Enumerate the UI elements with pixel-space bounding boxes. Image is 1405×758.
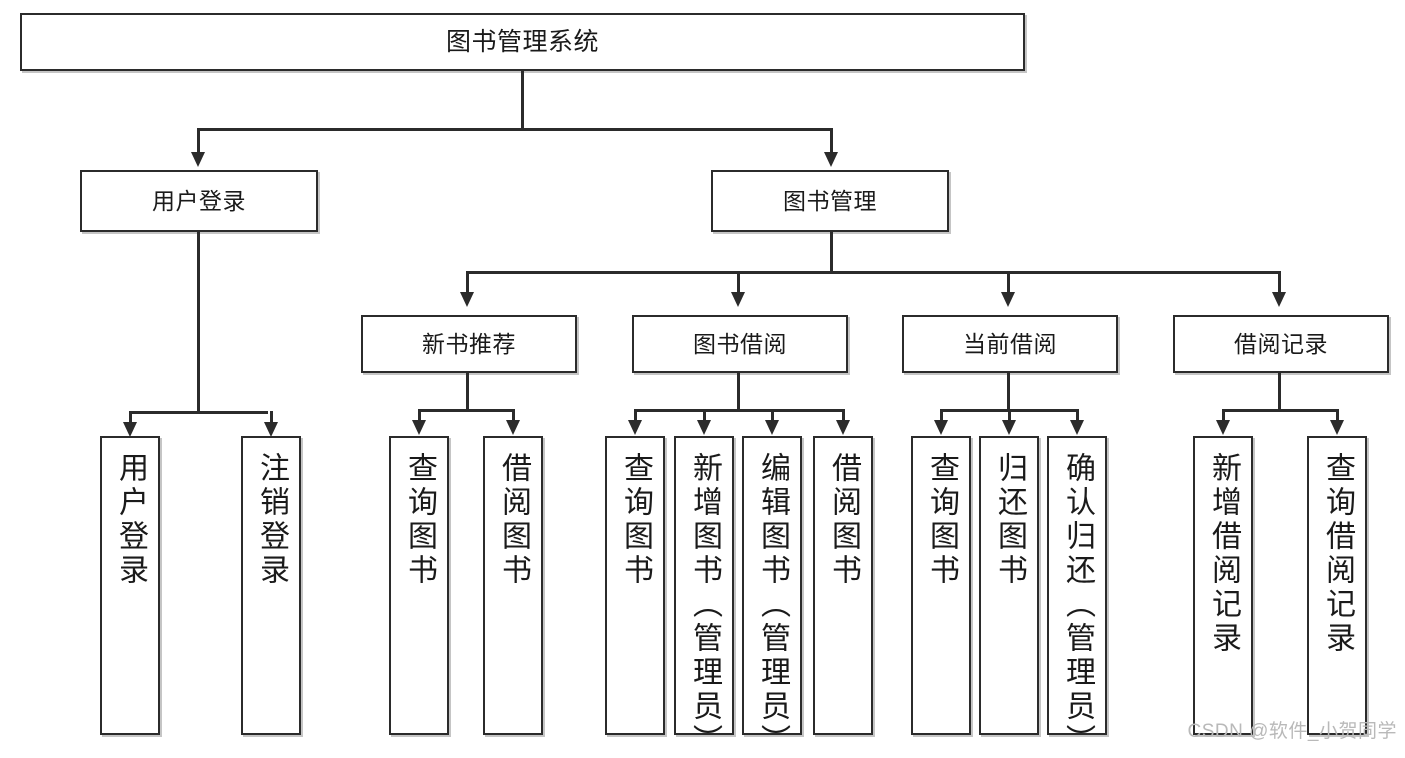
connector-cb-to-leaf-1 [940, 409, 943, 427]
connector-br-to-leaf-1 [1222, 409, 1225, 427]
leaf-cb-confirm-return[interactable]: 确认归还（管理员） [1047, 436, 1107, 758]
connector-book-management-trunk [830, 232, 833, 271]
connector-nbr-trunk [466, 373, 469, 409]
leaf-bb-add-book[interactable]: 新增图书（管理员） [674, 436, 734, 758]
connector-bb-to-leaf-4 [842, 409, 845, 427]
connector-br-bus [1222, 409, 1338, 412]
connector-cb-to-leaf-3 [1076, 409, 1079, 427]
node-label: 图书管理 [783, 187, 877, 214]
leaf-bb-borrow-book[interactable]: 借阅图书 [813, 436, 873, 735]
arrowhead-leaf-logout [264, 422, 278, 437]
arrowhead-cb-return-book [1002, 420, 1016, 435]
arrowhead-cb-confirm-return [1070, 420, 1084, 435]
node-current-borrow[interactable]: 当前借阅 [902, 315, 1118, 373]
node-label: 查询图书 [619, 452, 652, 588]
leaf-br-query-record[interactable]: 查询借阅记录 [1307, 436, 1367, 735]
arrowhead-br-query-record [1330, 420, 1344, 435]
connector-root-to-user-login [197, 128, 200, 156]
node-new-book-recommend[interactable]: 新书推荐 [361, 315, 577, 373]
connector-bb-bus [634, 409, 844, 412]
connector-bb-to-leaf-3 [771, 409, 774, 427]
node-book-borrow[interactable]: 图书借阅 [632, 315, 848, 373]
node-book-management-system[interactable]: 图书管理系统 [20, 13, 1025, 71]
node-label: 编辑图书（管理员） [756, 452, 789, 758]
connector-root-bus [197, 128, 833, 131]
node-label: 图书借阅 [693, 330, 787, 357]
arrowhead-cb-query-book [934, 420, 948, 435]
leaf-bb-query-book[interactable]: 查询图书 [605, 436, 665, 735]
connector-user-login-trunk [197, 232, 200, 411]
connector-nbr-to-leaf-1 [418, 409, 421, 427]
node-label: 新增借阅记录 [1207, 452, 1240, 656]
arrowhead-borrow-record [1272, 292, 1286, 307]
connector-bb-to-leaf-1 [634, 409, 637, 427]
connector-nbr-to-leaf-2 [512, 409, 515, 427]
connector-br-trunk [1278, 373, 1281, 409]
node-label: 查询借阅记录 [1321, 452, 1354, 656]
watermark-text: CSDN @软件_小贺同学 [1187, 721, 1397, 742]
connector-br-to-leaf-2 [1336, 409, 1339, 427]
arrowhead-new-book-recommend [460, 292, 474, 307]
node-label: 查询图书 [925, 452, 958, 588]
node-label: 新增图书（管理员） [688, 452, 721, 758]
arrowhead-book-management [824, 152, 838, 167]
leaf-user-login[interactable]: 用户登录 [100, 436, 160, 735]
node-label: 用户登录 [152, 187, 246, 214]
leaf-cb-return-book[interactable]: 归还图书 [979, 436, 1039, 735]
node-label: 用户登录 [114, 452, 147, 588]
connector-bm-to-borrow-record [1278, 271, 1281, 296]
leaf-logout[interactable]: 注销登录 [241, 436, 301, 735]
arrowhead-br-add-record [1216, 420, 1230, 435]
node-user-login[interactable]: 用户登录 [80, 170, 318, 232]
node-label: 查询图书 [403, 452, 436, 588]
arrowhead-user-login [191, 152, 205, 167]
arrowhead-nbr-query-book [412, 420, 426, 435]
connector-bb-to-leaf-2 [703, 409, 706, 427]
leaf-br-add-record[interactable]: 新增借阅记录 [1193, 436, 1253, 735]
node-label: 借阅记录 [1234, 330, 1328, 357]
arrowhead-bb-query-book [628, 420, 642, 435]
connector-bb-trunk [737, 373, 740, 409]
connector-cb-trunk [1007, 373, 1010, 409]
arrowhead-current-borrow [1001, 292, 1015, 307]
arrowhead-leaf-user-login [123, 422, 137, 437]
node-label: 借阅图书 [827, 452, 860, 588]
connector-user-login-to-leaf-1 [129, 411, 132, 429]
node-label: 新书推荐 [422, 330, 516, 357]
connector-root-trunk [521, 71, 524, 128]
leaf-cb-query-book[interactable]: 查询图书 [911, 436, 971, 735]
node-label: 当前借阅 [963, 330, 1057, 357]
node-label: 借阅图书 [497, 452, 530, 588]
arrowhead-nbr-borrow-book [506, 420, 520, 435]
connector-bm-to-book-borrow [737, 271, 740, 296]
connector-user-login-bus [129, 411, 268, 414]
connector-cb-to-leaf-2 [1008, 409, 1011, 427]
arrowhead-bb-borrow-book [836, 420, 850, 435]
connector-bm-to-new-book [466, 271, 469, 296]
connector-root-to-book-management [830, 128, 833, 156]
node-label: 图书管理系统 [445, 27, 599, 56]
connector-book-management-bus [466, 271, 1280, 274]
arrowhead-book-borrow [731, 292, 745, 307]
node-book-management[interactable]: 图书管理 [711, 170, 949, 232]
leaf-nbr-borrow-book[interactable]: 借阅图书 [483, 436, 543, 735]
connector-nbr-bus [418, 409, 514, 412]
arrowhead-bb-edit-book [765, 420, 779, 435]
node-label: 确认归还（管理员） [1061, 452, 1094, 758]
node-label: 注销登录 [255, 452, 288, 588]
arrowhead-bb-add-book [697, 420, 711, 435]
node-borrow-record[interactable]: 借阅记录 [1173, 315, 1389, 373]
leaf-bb-edit-book[interactable]: 编辑图书（管理员） [742, 436, 802, 758]
connector-bm-to-current-borrow [1007, 271, 1010, 296]
node-label: 归还图书 [993, 452, 1026, 588]
connector-user-login-to-leaf-2 [270, 411, 273, 429]
leaf-nbr-query-book[interactable]: 查询图书 [389, 436, 449, 735]
